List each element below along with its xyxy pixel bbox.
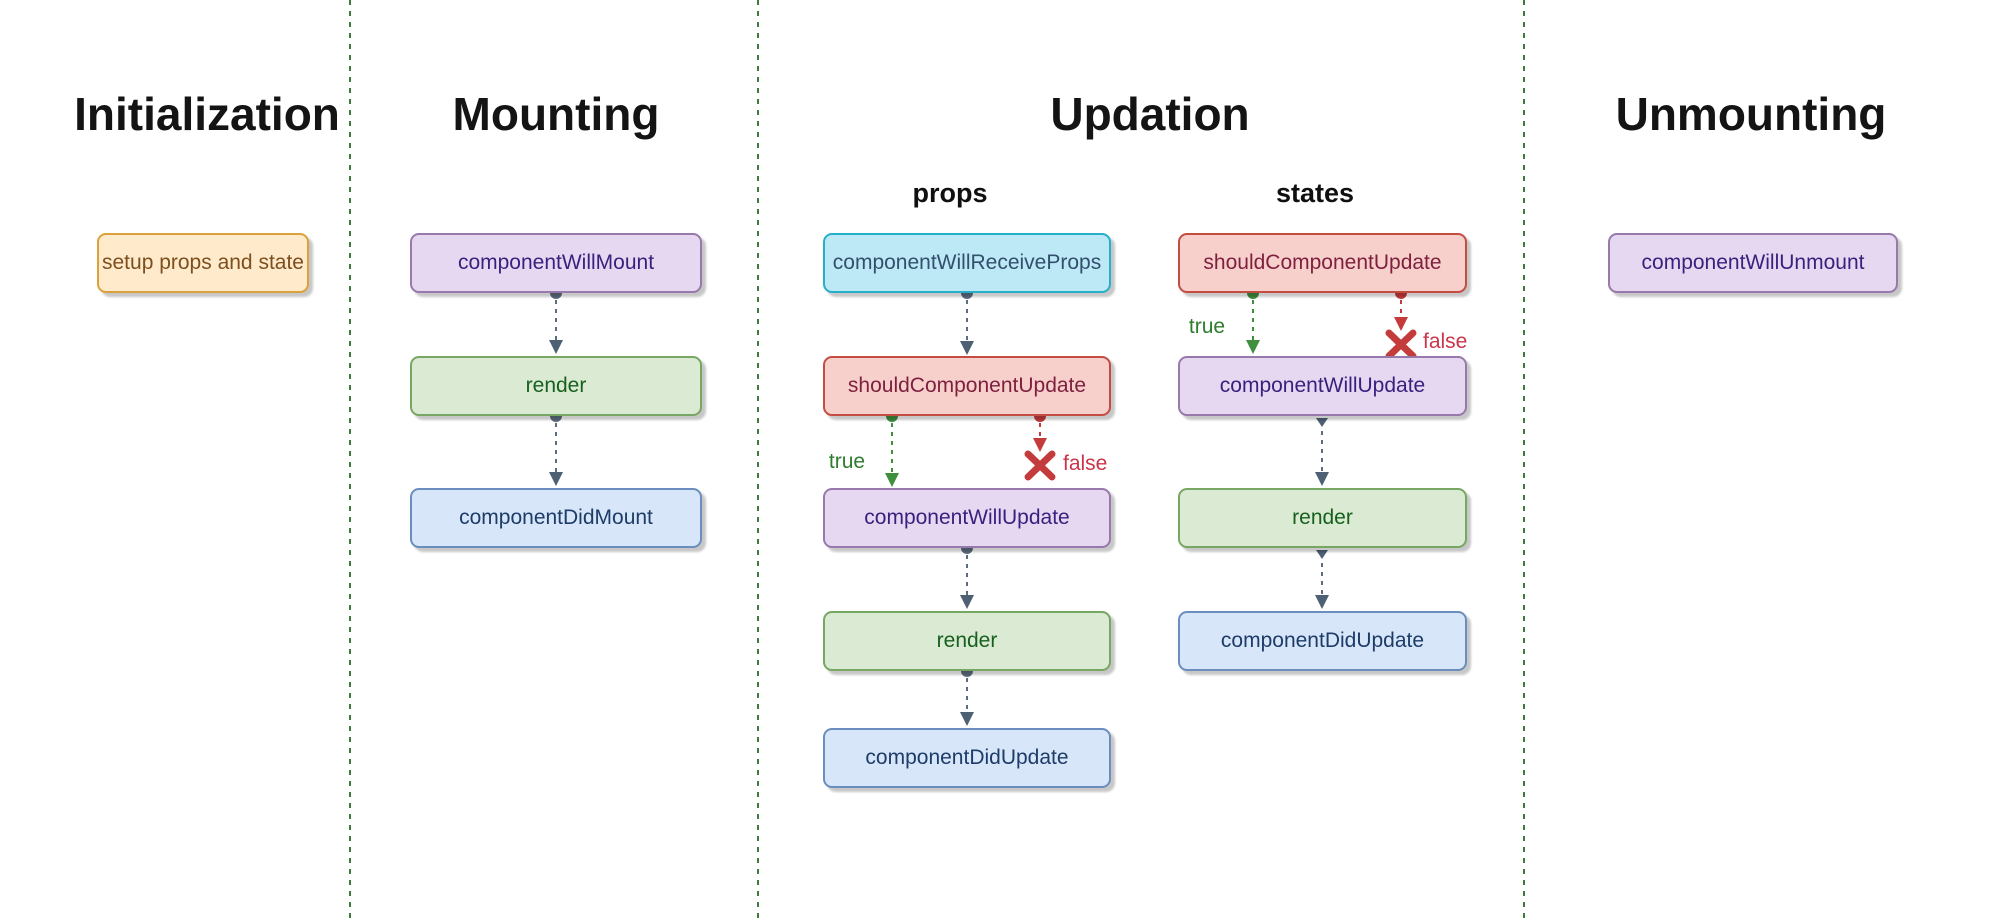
arrowhead-icon	[1033, 438, 1047, 452]
arrow-willupdate-to-render-states	[1315, 418, 1329, 486]
node-component-did-update-states: componentDidUpdate	[1178, 611, 1467, 671]
node-component-will-receive-props: componentWillReceiveProps	[823, 233, 1111, 293]
arrowhead-icon	[885, 473, 899, 487]
arrowhead-icon	[960, 712, 974, 726]
node-render-states: render	[1178, 488, 1467, 548]
section-title-mounting: Mounting	[452, 88, 660, 140]
arrowhead-icon	[960, 341, 974, 355]
node-component-will-unmount: componentWillUnmount	[1608, 233, 1898, 293]
arrowhead-icon	[1315, 472, 1329, 486]
x-mark-icon	[1024, 450, 1056, 481]
node-render-props: render	[823, 611, 1111, 671]
x-mark-icon	[1385, 329, 1417, 360]
arrow-receiveprops-to-shouldupdate	[960, 287, 974, 355]
arrow-render-to-didupdate-props	[960, 665, 974, 726]
column-label-states: states	[1275, 178, 1355, 208]
node-should-component-update-props: shouldComponentUpdate	[823, 356, 1111, 416]
arrowhead-icon	[1315, 595, 1329, 609]
node-component-will-update-props: componentWillUpdate	[823, 488, 1111, 548]
branch-label-true-props: true	[828, 450, 866, 473]
arrow-start-triangle	[1316, 550, 1328, 559]
arrowhead-icon	[549, 340, 563, 354]
arrowhead-icon	[1394, 317, 1408, 331]
section-title-initialization: Initialization	[74, 88, 340, 140]
node-render-mounting: render	[410, 356, 702, 416]
arrow-render-to-didupdate-states	[1315, 550, 1329, 609]
node-should-component-update-states: shouldComponentUpdate	[1178, 233, 1467, 293]
arrow-start-triangle	[1316, 418, 1328, 427]
column-label-props: props	[912, 178, 988, 208]
section-title-unmounting: Unmounting	[1615, 88, 1887, 140]
arrowhead-icon	[1246, 340, 1260, 354]
node-component-did-update-props: componentDidUpdate	[823, 728, 1111, 788]
node-component-did-mount: componentDidMount	[410, 488, 702, 548]
node-component-will-update-states: componentWillUpdate	[1178, 356, 1467, 416]
arrow-willmount-to-render	[549, 287, 563, 354]
node-setup-props-and-state: setup props and state	[97, 233, 309, 293]
node-component-will-mount: componentWillMount	[410, 233, 702, 293]
arrow-false-props	[1024, 410, 1056, 481]
arrowhead-icon	[960, 595, 974, 609]
branch-label-false-props: false	[1063, 452, 1108, 475]
branch-label-true-states: true	[1188, 315, 1226, 338]
arrow-false-states	[1385, 287, 1417, 360]
section-title-updation: Updation	[1050, 88, 1250, 140]
branch-label-false-states: false	[1423, 330, 1468, 353]
arrow-willupdate-to-render-props	[960, 542, 974, 609]
arrowhead-icon	[549, 472, 563, 486]
arrow-render-to-didmount	[549, 410, 563, 486]
